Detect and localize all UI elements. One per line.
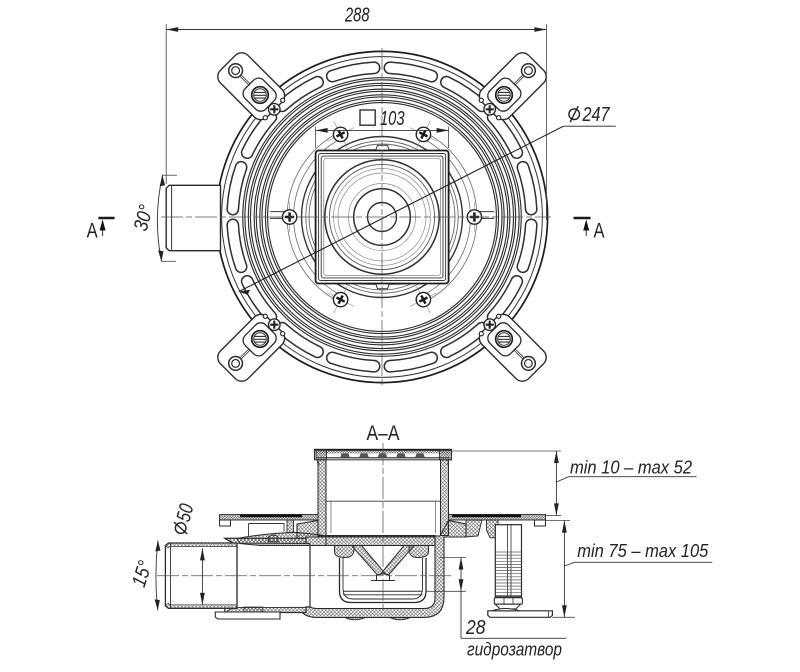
svg-text:A: A (594, 220, 605, 243)
svg-text:28: 28 (465, 617, 485, 639)
svg-text:103: 103 (380, 108, 405, 130)
svg-text:min 10 – max 52: min 10 – max 52 (570, 457, 693, 478)
svg-text:50: 50 (173, 502, 199, 525)
svg-text:гидрозатвор: гидрозатвор (467, 640, 562, 660)
svg-text:A: A (87, 220, 98, 243)
svg-text:288: 288 (344, 5, 369, 27)
svg-text:A–A: A–A (367, 422, 400, 445)
svg-text:min 75 – max 105: min 75 – max 105 (577, 540, 709, 561)
svg-text:247: 247 (582, 104, 611, 126)
